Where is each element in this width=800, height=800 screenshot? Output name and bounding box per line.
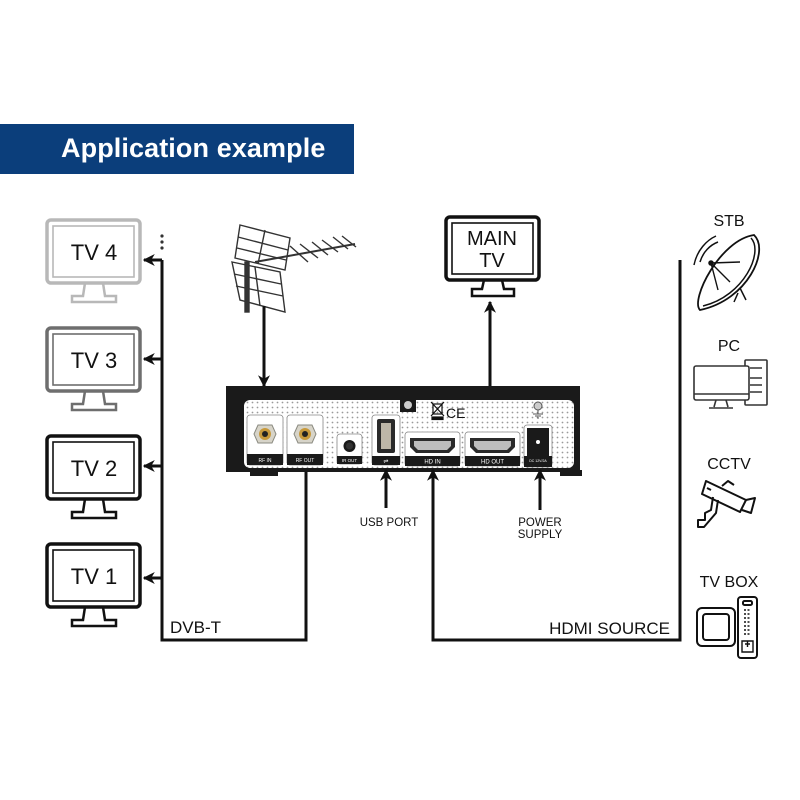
ground-symbol-icon	[533, 401, 543, 419]
usb-symbol-icon: ⇌	[383, 458, 388, 465]
ce-mark: CE	[446, 405, 465, 421]
main-tv-label-line2: TV	[479, 250, 505, 272]
rf-in-port: RF IN	[246, 414, 284, 466]
power-label-line2: SUPPLY	[518, 529, 563, 541]
tv-1-label: TV 1	[71, 564, 117, 589]
tv-3-label: TV 3	[71, 348, 117, 373]
main-tv: MAIN TV	[444, 215, 541, 298]
stb-label: STB	[713, 213, 744, 230]
tv-box-remote-icon	[696, 596, 758, 659]
hd-out-label: HD OUT	[481, 460, 504, 466]
rf-in-label: RF IN	[258, 458, 271, 464]
tv-3: TV 3	[45, 326, 142, 412]
tv-box-label: TV BOX	[700, 574, 759, 591]
usb-port-label: USB PORT	[360, 517, 419, 529]
hd-out-port: HD OUT	[464, 431, 521, 467]
hdmi-source-label: HDMI SOURCE	[549, 619, 670, 638]
header-banner: Application example	[0, 124, 354, 174]
tv-4: TV 4	[45, 218, 142, 304]
security-camera-icon	[697, 480, 756, 528]
antenna-icon	[231, 224, 357, 313]
dvbt-distribution-line	[142, 254, 308, 642]
main-tv-label-line1: MAIN	[467, 228, 517, 250]
weee-icon	[430, 401, 445, 421]
tv-1: TV 1	[45, 542, 142, 628]
ir-out-port: IR OUT	[336, 433, 363, 465]
pc-label: PC	[718, 338, 740, 355]
page-title: Application example	[61, 133, 326, 163]
ir-out-label: IR OUT	[342, 458, 358, 463]
hd-in-label: HD IN	[424, 460, 440, 466]
power-label-line1: POWER	[518, 517, 561, 529]
screw-icon	[404, 401, 412, 409]
rf-out-label: RF OUT	[296, 458, 315, 464]
hd-in-port: HD IN	[404, 431, 461, 467]
hdmi-source-line	[427, 260, 682, 642]
receiver-device: CE RF IN RF OUT	[226, 386, 582, 476]
rf-out-port: RF OUT	[286, 414, 324, 466]
dc-label: DC 12V/2A	[529, 459, 547, 463]
more-tvs-ellipsis	[160, 234, 164, 250]
desktop-computer-icon	[693, 359, 768, 409]
tv-2-label: TV 2	[71, 456, 117, 481]
dvbt-label: DVB-T	[170, 618, 221, 637]
usb-port: ⇌	[371, 414, 401, 466]
dc-power-port: DC 12V/2A	[523, 424, 553, 468]
satellite-dish-icon	[693, 234, 760, 311]
tv-4-label: TV 4	[71, 240, 117, 265]
cctv-label: CCTV	[707, 456, 751, 473]
tv-2: TV 2	[45, 434, 142, 520]
